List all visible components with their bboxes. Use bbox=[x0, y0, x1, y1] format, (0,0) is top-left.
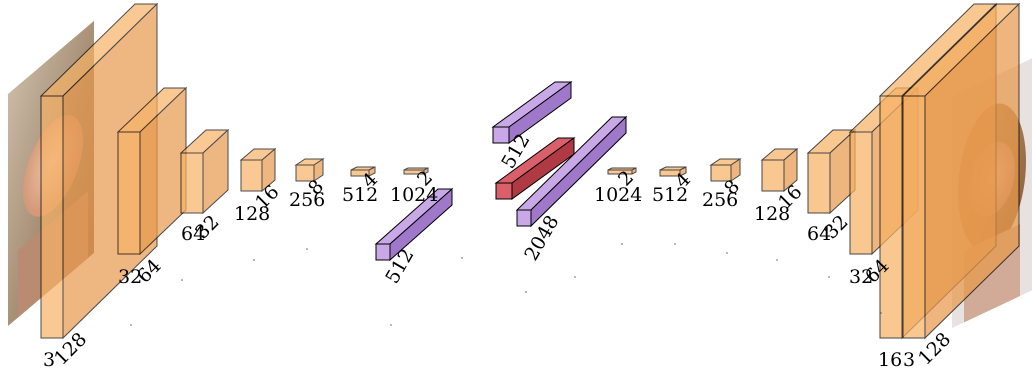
sample-z-block bbox=[494, 137, 576, 200]
decoder-channels-3: 128 bbox=[754, 203, 790, 225]
encoder-layer-3 bbox=[239, 147, 277, 193]
encoder-layer-2 bbox=[179, 128, 230, 215]
decoder-layer-3 bbox=[760, 147, 799, 193]
encoder-channels-4: 256 bbox=[289, 189, 325, 211]
decoder-layer-1 bbox=[659, 166, 687, 177]
encoder-layer-6 bbox=[403, 167, 429, 175]
background-dots bbox=[130, 243, 882, 326]
latent-sigma-block bbox=[374, 187, 454, 262]
decoder-layer-7 bbox=[901, 2, 1021, 340]
encoder-layer-1 bbox=[116, 86, 188, 256]
encoder-channels-6: 1024 bbox=[390, 184, 438, 206]
encoder-layer-5 bbox=[350, 166, 376, 177]
decoder-channels-5: 32 bbox=[849, 266, 873, 288]
latent-mu-block bbox=[491, 81, 573, 144]
encoder-channels-3: 128 bbox=[234, 203, 270, 225]
encoder-channels-0: 3 bbox=[43, 349, 55, 371]
encoder-channels-5: 512 bbox=[342, 184, 378, 206]
decoder-channels-6: 16 bbox=[878, 349, 902, 371]
decoder-channels-2: 256 bbox=[702, 189, 738, 211]
decoder-layer-4 bbox=[806, 128, 857, 215]
decoder-layer-0 bbox=[607, 167, 637, 175]
decoder-layer-2 bbox=[709, 158, 742, 182]
fc-2048-block bbox=[515, 115, 628, 228]
decoder-channels-0: 1024 bbox=[594, 184, 642, 206]
encoder-channels-2: 64 bbox=[181, 223, 205, 245]
decoder-channels-4: 64 bbox=[807, 223, 831, 245]
decoder-channels-7: 3 bbox=[903, 349, 915, 371]
decoder-channels-1: 512 bbox=[652, 184, 688, 206]
encoder-channels-1: 32 bbox=[118, 266, 142, 288]
encoder-layer-4 bbox=[294, 158, 325, 182]
